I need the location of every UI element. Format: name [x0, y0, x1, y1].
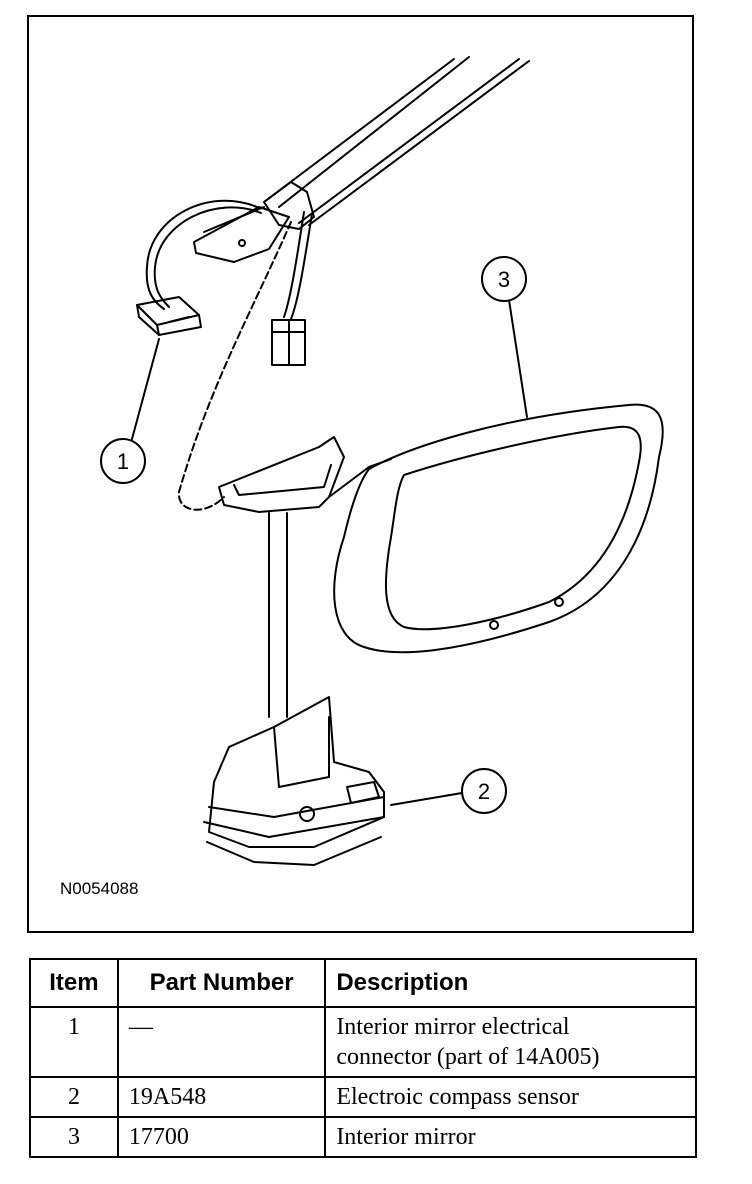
callout-2-leader [390, 792, 463, 806]
callout-1: 1 [100, 438, 146, 484]
parts-table: Item Part Number Description 1 — Interio… [29, 958, 697, 1158]
alignment-lines [268, 512, 288, 718]
windshield-strip [263, 56, 530, 226]
table-row: 2 19A548 Electroic compass sensor [29, 1076, 697, 1118]
table-row: 1 — Interior mirror electrical connector… [29, 1006, 697, 1078]
table-row: 3 17700 Interior mirror [29, 1116, 697, 1158]
callout-3-leader [508, 299, 528, 418]
header-description: Description [324, 958, 697, 1008]
callout-2-number: 2 [478, 779, 490, 804]
connector-1 [136, 296, 202, 336]
description-line: Interior mirror electrical [336, 1014, 570, 1040]
callout-1-leader [131, 338, 160, 440]
connector-pair [271, 319, 306, 366]
cell-item: 2 [29, 1076, 119, 1118]
callout-3: 3 [481, 256, 527, 302]
header-part-number: Part Number [116, 958, 327, 1008]
cell-description: Interior mirror [324, 1116, 697, 1158]
cell-part-number: — [116, 1006, 327, 1078]
callout-1-number: 1 [117, 449, 129, 474]
callout-3-number: 3 [498, 267, 510, 292]
mirror-diagram: 1 2 3 [100, 56, 664, 866]
diagram-figure: 1 2 3 N0054088 [27, 15, 694, 933]
cell-part-number: 19A548 [116, 1076, 327, 1118]
table-header-row: Item Part Number Description [29, 958, 697, 1008]
mirror-body [333, 403, 664, 654]
wire-harness [145, 199, 313, 320]
compass-sensor [203, 696, 385, 866]
cell-description: Interior mirror electrical connector (pa… [324, 1006, 697, 1078]
figure-id: N0054088 [60, 879, 139, 898]
cell-description: Electroic compass sensor [324, 1076, 697, 1118]
cell-part-number: 17700 [116, 1116, 327, 1158]
header-item: Item [29, 958, 119, 1008]
cell-item: 3 [29, 1116, 119, 1158]
cell-item: 1 [29, 1006, 119, 1078]
assembly-line [177, 221, 292, 511]
callout-2: 2 [461, 768, 507, 814]
description-line: connector (part of 14A005) [336, 1044, 600, 1070]
